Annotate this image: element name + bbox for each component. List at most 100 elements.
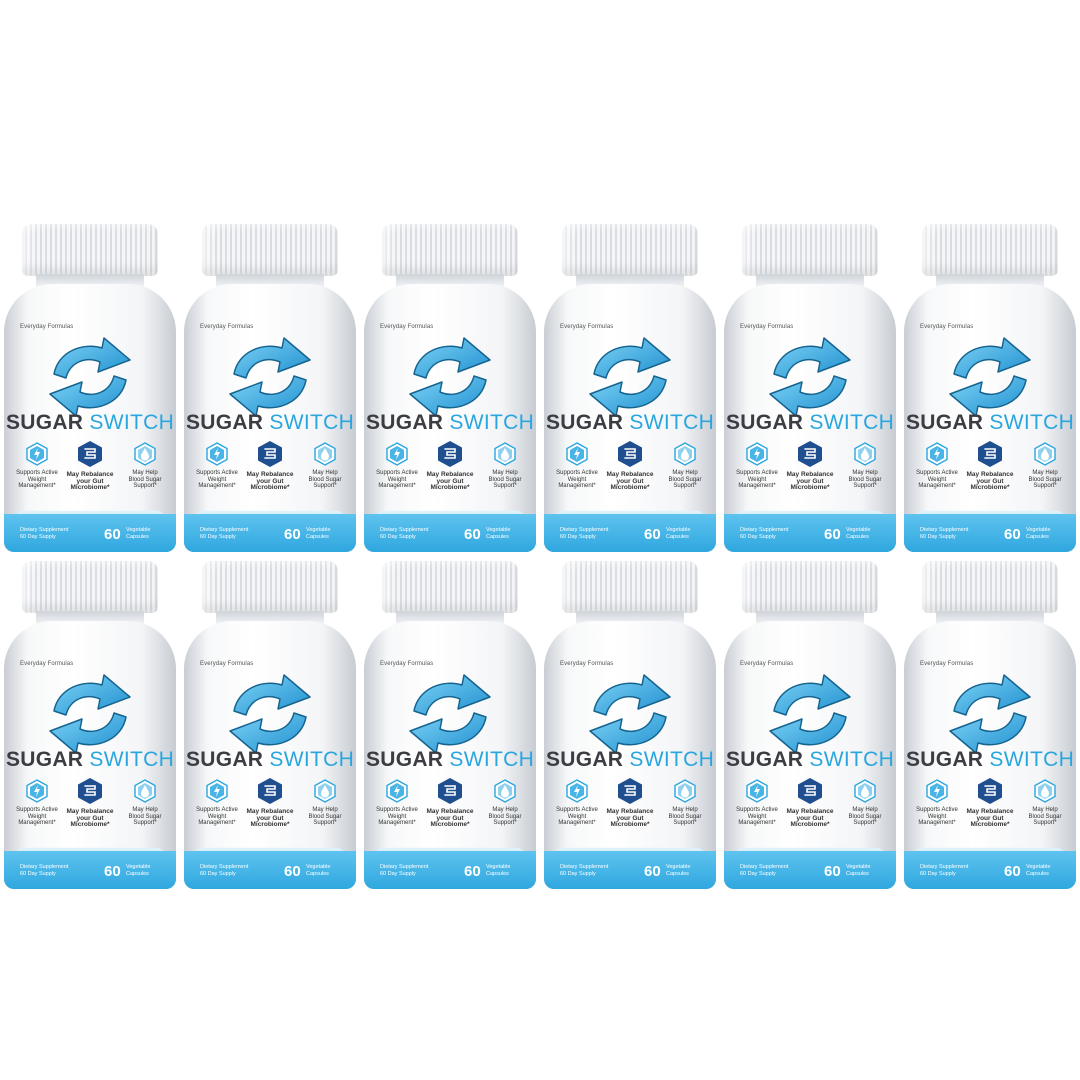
bottle-label: Everyday Formulas SUGAR SWITCH — [4, 284, 176, 552]
feature-text: Management* — [198, 820, 236, 826]
supply-text: 60 Day Supply — [200, 870, 236, 877]
feature-blood-sugar: May Help Blood Sugar Support* — [1016, 779, 1074, 827]
supply-text: 60 Day Supply — [560, 870, 596, 877]
feature-text: your Gut — [796, 477, 824, 485]
feature-text: Weight — [747, 476, 767, 483]
energy-bolt-icon — [566, 779, 588, 803]
feature-text: May Help — [132, 470, 158, 476]
feature-text: Supports Active — [196, 807, 238, 813]
supplement-info: Dietary Supplement 60 Day Supply — [20, 864, 68, 877]
title-word-sugar: SUGAR — [725, 748, 804, 771]
feature-text: Support* — [313, 820, 337, 826]
bottle-cap — [562, 561, 698, 613]
capsule-count: 60 — [824, 863, 841, 880]
bottle-label: Everyday Formulas SUGAR SWITCH — [364, 621, 536, 889]
bottle-cap — [562, 224, 698, 276]
supplement-text: Dietary Supplement — [920, 864, 969, 870]
feature-gut: May Rebalance your Gut Microbiome* — [961, 777, 1019, 829]
supplement-text: Dietary Supplement — [200, 527, 249, 533]
feature-gut: May Rebalance your Gut Microbiome* — [61, 440, 119, 492]
feature-text: Microbiome* — [430, 484, 470, 491]
label-band: Dietary Supplement 60 Day Supply 60 Vege… — [724, 851, 896, 889]
bottle-cap — [382, 561, 518, 613]
feature-weight: Supports Active Weight Management* — [908, 779, 966, 827]
feature-text: Management* — [918, 483, 956, 489]
capsule-text: Capsules — [1026, 533, 1049, 540]
refresh-arrows-icon — [229, 337, 311, 417]
blood-drop-icon — [134, 442, 156, 466]
feature-gut: May Rebalance your Gut Microbiome* — [781, 440, 839, 492]
feature-text: Microbiome* — [250, 484, 290, 491]
feature-text: Microbiome* — [790, 484, 830, 491]
energy-bolt-icon — [206, 442, 228, 466]
capsule-type: Vegetable Capsules — [486, 864, 510, 877]
capsule-text: Vegetable — [126, 527, 151, 533]
capsule-type: Vegetable Capsules — [306, 864, 330, 877]
feature-text: Weight — [567, 813, 587, 820]
feature-text: Supports Active — [916, 807, 958, 813]
feature-weight: Supports Active Weight Management* — [188, 442, 246, 490]
brand-name: Everyday Formulas — [560, 324, 614, 330]
feature-text: your Gut — [976, 477, 1004, 485]
capsule-text: Vegetable — [486, 864, 511, 870]
feature-text: your Gut — [76, 814, 104, 822]
feature-text: Blood Sugar — [668, 476, 702, 483]
capsule-text: Capsules — [486, 533, 509, 540]
feature-text: Management* — [918, 820, 956, 826]
feature-text: Support* — [673, 820, 697, 826]
feature-text: Weight — [927, 476, 947, 483]
supply-text: 60 Day Supply — [200, 533, 236, 540]
feature-gut: May Rebalance your Gut Microbiome* — [781, 777, 839, 829]
feature-blood-sugar: May Help Blood Sugar Support* — [476, 779, 534, 827]
supply-text: 60 Day Supply — [920, 870, 956, 877]
feature-text: Support* — [853, 820, 877, 826]
feature-text: Management* — [18, 820, 56, 826]
product-title: SUGAR SWITCH — [904, 411, 1076, 435]
gut-icon — [618, 441, 642, 467]
feature-icons: Supports Active Weight Management* May R… — [724, 440, 896, 512]
title-word-sugar: SUGAR — [185, 748, 264, 771]
capsule-text: Capsules — [126, 533, 149, 540]
feature-text: Microbiome* — [250, 821, 290, 828]
supplement-bottle: Everyday Formulas SUGAR SWITCH — [0, 222, 180, 559]
title-word-sugar: SUGAR — [5, 748, 84, 771]
bottle-cap — [22, 224, 158, 276]
feature-blood-sugar: May Help Blood Sugar Support* — [656, 779, 714, 827]
product-title: SUGAR SWITCH — [364, 748, 536, 772]
blood-drop-icon — [854, 779, 876, 803]
feature-text: Management* — [738, 483, 776, 489]
capsule-text: Capsules — [306, 533, 329, 540]
brand-name: Everyday Formulas — [200, 661, 254, 667]
feature-text: Management* — [558, 483, 596, 489]
feature-text: Blood Sugar — [848, 476, 882, 483]
refresh-arrows-icon — [409, 337, 491, 417]
supplement-bottle: Everyday Formulas SUGAR SWITCH — [0, 559, 180, 896]
feature-gut: May Rebalance your Gut Microbiome* — [601, 777, 659, 829]
supplement-bottle: Everyday Formulas SUGAR SWITCH — [900, 559, 1080, 896]
feature-text: Supports Active — [736, 807, 778, 813]
capsule-type: Vegetable Capsules — [306, 527, 330, 540]
supplement-bottle: Everyday Formulas SUGAR SWITCH — [540, 559, 720, 896]
feature-text: Support* — [673, 483, 697, 489]
feature-text: Microbiome* — [970, 821, 1010, 828]
capsule-text: Capsules — [126, 870, 149, 877]
supplement-bottle: Everyday Formulas SUGAR SWITCH — [540, 222, 720, 559]
supplement-info: Dietary Supplement 60 Day Supply — [920, 864, 968, 877]
supplement-text: Dietary Supplement — [740, 864, 789, 870]
feature-text: Supports Active — [376, 807, 418, 813]
refresh-arrows-icon — [769, 337, 851, 417]
feature-text: Blood Sugar — [308, 476, 342, 483]
capsule-count: 60 — [1004, 863, 1021, 880]
capsule-text: Vegetable — [846, 864, 871, 870]
feature-text: Support* — [133, 483, 157, 489]
energy-bolt-icon — [386, 779, 408, 803]
bottle-cap — [202, 224, 338, 276]
feature-text: May Help — [852, 807, 878, 813]
product-title: SUGAR SWITCH — [544, 411, 716, 435]
title-word-switch: SWITCH — [629, 411, 715, 434]
bottle-label: Everyday Formulas SUGAR SWITCH — [724, 621, 896, 889]
capsule-type: Vegetable Capsules — [666, 864, 690, 877]
feature-text: Blood Sugar — [488, 813, 522, 820]
supplement-text: Dietary Supplement — [20, 864, 69, 870]
product-title: SUGAR SWITCH — [724, 748, 896, 772]
